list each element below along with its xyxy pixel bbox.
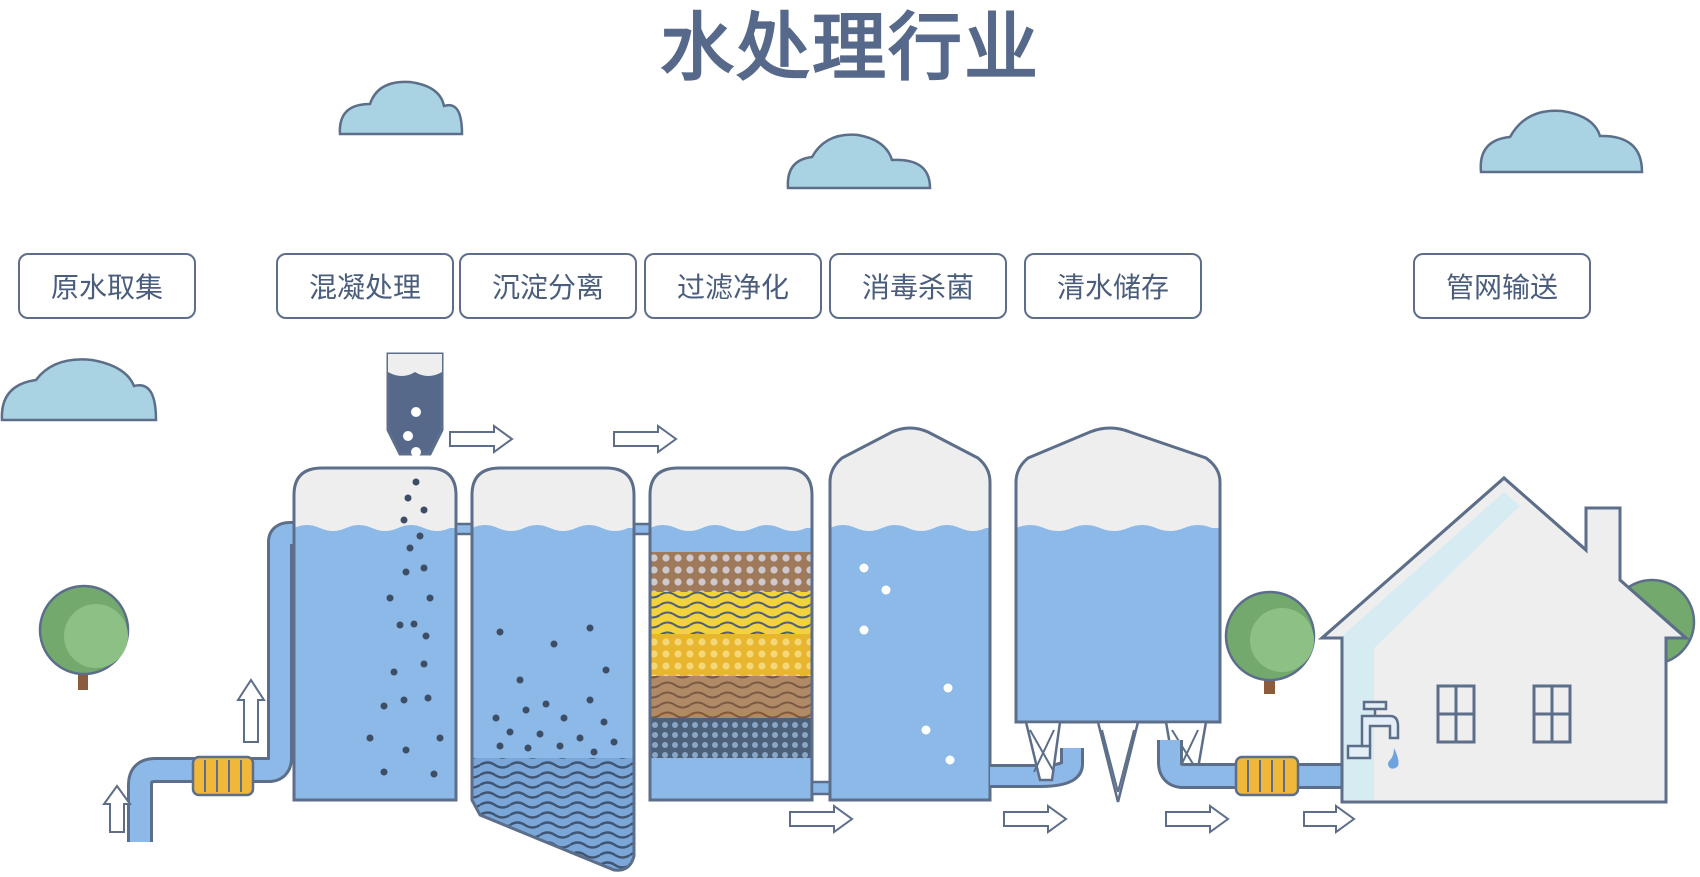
intake-pipe (127, 521, 296, 842)
storage-tank (1014, 426, 1222, 803)
flow-arrow-icon (449, 424, 514, 454)
page-title: 水处理行业 (660, 5, 1040, 91)
house-icon (1318, 476, 1690, 804)
stage-label-filtration: 过滤净化 (644, 253, 822, 319)
tree-icon (1224, 590, 1316, 694)
stage-label-pipe-delivery: 管网输送 (1413, 253, 1591, 319)
pump-icon (191, 755, 255, 797)
stage-label-clear-water-storage: 清水储存 (1024, 253, 1202, 319)
faucet-icon (1346, 700, 1400, 769)
cloud-icon (1479, 109, 1644, 174)
flow-arrow-icon (613, 424, 678, 454)
pump-icon (1234, 755, 1300, 797)
coagulation-tank (292, 466, 458, 802)
stage-label-sedimentation: 沉淀分离 (459, 253, 637, 319)
arrow-up-icon (102, 784, 132, 833)
stage-label-coagulation: 混凝处理 (276, 253, 454, 319)
stage-label-disinfection: 消毒杀菌 (829, 253, 1007, 319)
flow-arrow-icon (1303, 804, 1356, 834)
filtration-tank (648, 466, 814, 802)
floc-particles (366, 478, 444, 778)
arrow-up-icon (236, 678, 266, 743)
flow-arrow-icon (1165, 804, 1230, 834)
sediment-particles (492, 624, 618, 756)
sedimentation-tank (470, 466, 636, 872)
cloud-icon (786, 133, 932, 190)
flow-arrow-icon (1003, 804, 1068, 834)
cloud-icon (338, 80, 464, 136)
tree-icon (38, 584, 130, 690)
stage-label-raw-water: 原水取集 (18, 253, 196, 319)
chemical-dosing-funnel (386, 352, 444, 457)
disinfection-tank (828, 426, 992, 802)
cloud-icon (0, 358, 158, 422)
flow-arrow-icon (789, 804, 854, 834)
